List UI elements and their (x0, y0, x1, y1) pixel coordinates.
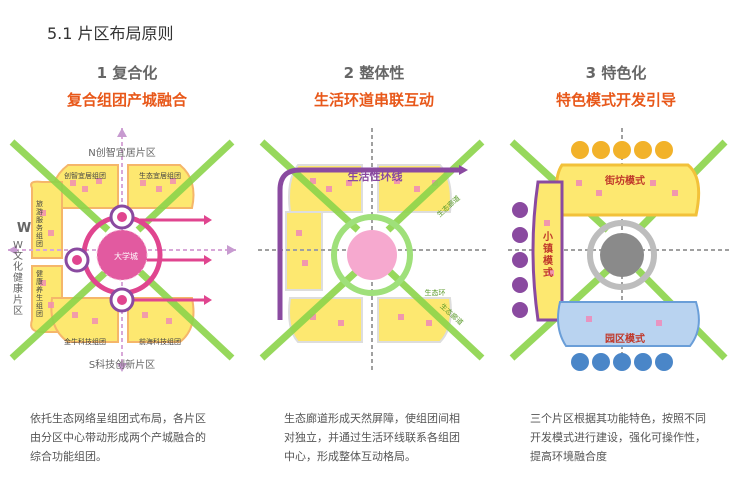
park-icons (571, 353, 673, 371)
section-title: 5.1 片区布局原则 (47, 24, 174, 43)
col1-heading: 1 复合化 (96, 64, 158, 82)
center-core-3 (600, 233, 644, 277)
col2-subheading: 生活环道串联互动 (313, 91, 434, 109)
col2-heading: 2 整体性 (343, 64, 405, 82)
cluster-se-shape (127, 297, 195, 343)
label-west: W文化健康片区 (13, 240, 23, 317)
label-south: S科技创新片区 (89, 358, 155, 371)
node-markers (64, 204, 135, 313)
col3-description: 三个片区根据其功能特色，按照不同 开发模式进行建设，强化可操作性， 提高环境融合… (530, 412, 706, 463)
diagram-integrated-ring: 生活性环线 生态廊道 生态环 生态廊道 (258, 128, 486, 372)
label-eco-ring: 生态环 (425, 288, 446, 297)
label-town-mode: 小镇模式 (543, 232, 553, 279)
col2-description: 生态廊道形成天然屏障，使组团间相 对独立，并通过生活环线联系各组团 中心，形成整… (284, 412, 460, 463)
label-cluster-nw: 创智宜居组团 (64, 171, 106, 180)
cluster-sw-shape (50, 297, 119, 343)
label-cluster-ne: 生态宜居组团 (139, 171, 181, 180)
density-dots (40, 178, 176, 324)
street-icons (571, 141, 673, 159)
col1-subheading: 复合组团产城融合 (66, 91, 187, 109)
label-center: 大学城 (114, 251, 138, 261)
label-cluster-sw: 金牛科技组团 (64, 337, 106, 346)
east-arrows (130, 218, 205, 302)
diagram-composite-clusters: N创智宜居片区 S科技创新片区 大学城 创智宜居组团 生态宜居组团 金牛科技组团… (8, 128, 236, 372)
park-mode-zone (557, 301, 700, 347)
label-north: N创智宜居片区 (88, 146, 155, 159)
col1-description: 依托生态网络呈组团式布局，各片区 由分区中心带动形成两个产城融合的 综合功能组团… (30, 412, 206, 463)
label-street-mode: 街坊模式 (604, 174, 645, 187)
label-ring-road: 生活性环线 (348, 169, 403, 183)
label-cluster-se: 前海科技组团 (139, 337, 181, 346)
label-cluster-w2: 健康养生组团 (36, 270, 43, 318)
street-mode-zone (555, 163, 701, 217)
center-core-2 (347, 230, 397, 280)
cluster-w1-shape (30, 180, 63, 259)
label-west-letter: W (17, 221, 31, 236)
label-park-mode: 园区模式 (605, 332, 645, 345)
life-ring-road (277, 167, 460, 320)
green-corridors (9, 139, 235, 361)
col3-heading: 3 特色化 (585, 64, 647, 82)
center-core (97, 230, 147, 280)
label-cluster-w1: 旅游服务组团 (36, 200, 43, 248)
town-icons (512, 202, 528, 318)
col3-subheading: 特色模式开发引导 (555, 91, 676, 109)
town-mode-zone (531, 180, 564, 322)
diagram-characteristic-modes: 街坊模式 园区模式 (508, 128, 730, 372)
